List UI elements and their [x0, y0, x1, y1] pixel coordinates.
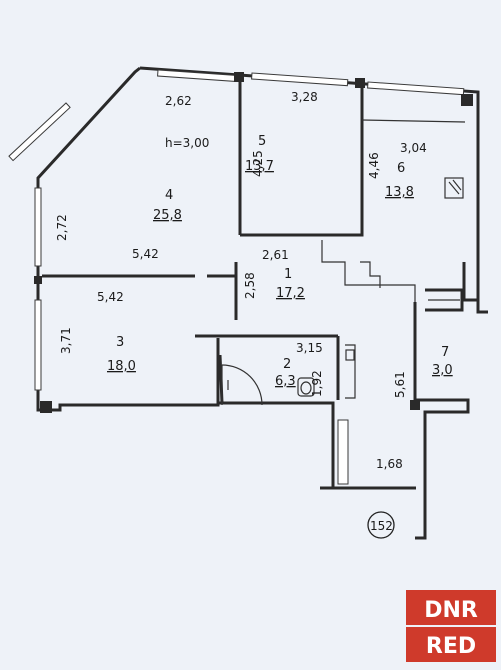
door-swing	[221, 364, 263, 406]
dim-2-72: 2,72	[55, 214, 69, 241]
room-3-number: 3	[116, 335, 124, 350]
dim-1-92: 1,92	[310, 370, 324, 397]
room-3-area: 18,0	[107, 359, 136, 374]
columns	[34, 72, 473, 413]
dim-5-61: 5,61	[393, 371, 407, 398]
logo-line1: DNR	[424, 598, 478, 623]
stove-icon	[444, 177, 464, 199]
dim-1-68: 1,68	[376, 457, 403, 471]
dim-4-46: 4,46	[367, 152, 381, 179]
room-2-number: 2	[283, 357, 291, 372]
dim-3-04: 3,04	[400, 141, 427, 155]
dim-3-71: 3,71	[59, 327, 73, 354]
logo-top-block	[406, 590, 496, 626]
dim-3-28: 3,28	[291, 90, 318, 104]
room-6-number: 6	[397, 161, 405, 176]
dnr-red-logo: DNR RED	[406, 590, 496, 662]
room-6-area: 13,8	[385, 185, 414, 200]
height-note: h=3,00	[165, 136, 209, 150]
room-4-number: 4	[165, 188, 173, 203]
room-1-area: 17,2	[276, 286, 305, 301]
room-1-number: 1	[284, 267, 292, 282]
dim-2-62: 2,62	[165, 94, 192, 108]
dim-2-58: 2,58	[243, 272, 257, 299]
dim-3-15: 3,15	[296, 341, 323, 355]
room-7-number: 7	[441, 345, 449, 360]
dim-5-42-top: 5,42	[132, 247, 159, 261]
dim-4-25: 4,25	[251, 150, 265, 177]
interior-walls	[42, 78, 466, 404]
plan-number-badge: 152	[367, 511, 395, 539]
room-7-area: 3,0	[432, 363, 453, 378]
room-5-number: 5	[258, 134, 266, 149]
bathroom-fixtures	[297, 349, 355, 397]
room-4-area: 25,8	[153, 208, 182, 223]
room-2-area: 6,3	[275, 374, 296, 389]
dim-2-61: 2,61	[262, 248, 289, 262]
dim-5-42-bottom: 5,42	[97, 290, 124, 304]
logo-bottom-block	[406, 626, 496, 662]
logo-line2: RED	[426, 634, 476, 659]
room-5-area: 13,7	[245, 159, 274, 174]
plan-number: 152	[370, 519, 393, 533]
